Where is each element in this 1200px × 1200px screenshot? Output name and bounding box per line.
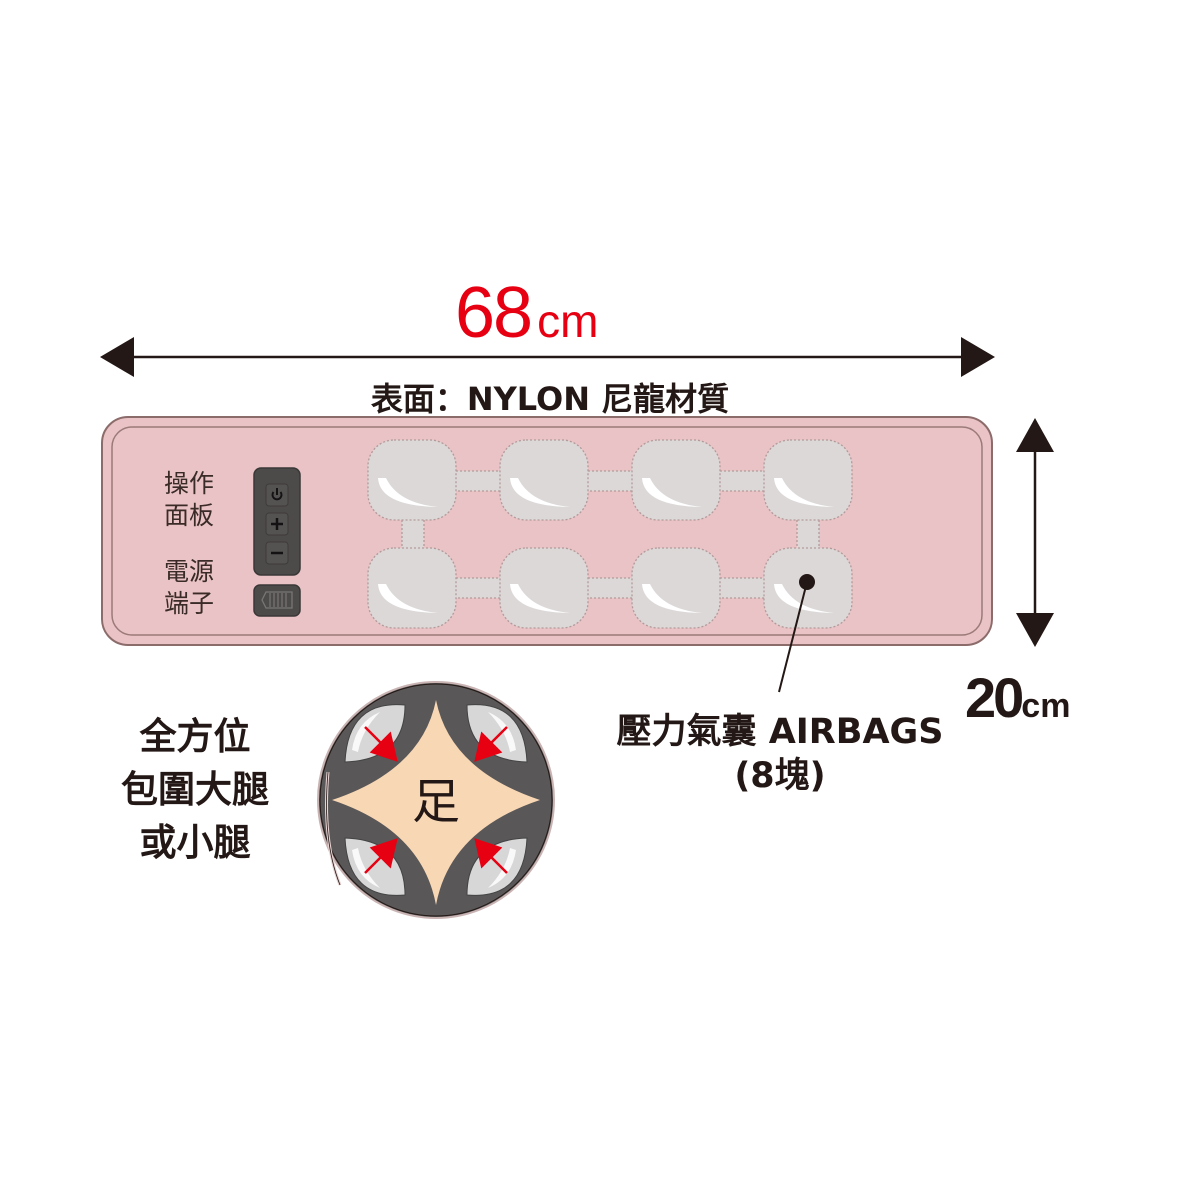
power-port-label: 電源 端子: [164, 556, 214, 620]
airbags-callout-label: 壓力氣囊 AIRBAGS (8塊): [570, 710, 990, 798]
wrap-caption: 全方位 包圍大腿 或小腿: [95, 710, 295, 869]
control-panel-label: 操作 面板: [164, 468, 214, 532]
massage-pad: [101, 416, 993, 693]
control-panel-label-line2: 面板: [164, 501, 215, 530]
control-panel: [253, 467, 301, 617]
power-port-icon: [253, 584, 301, 617]
airbag-icon: [631, 439, 721, 521]
airbag-icon: [367, 547, 457, 629]
airbags: [367, 439, 853, 629]
surface-material-label: 表面：NYLON 尼龍材質: [370, 380, 730, 418]
pressure-arrows-icon: [364, 726, 508, 874]
leg-center-label: 足: [412, 774, 460, 830]
plus-button-icon[interactable]: [271, 518, 283, 530]
control-panel-label-line1: 操作: [164, 469, 215, 498]
power-port-label-line2: 端子: [164, 589, 215, 618]
airbag-icon: [631, 547, 721, 629]
leg-wrap-diagram: 足: [317, 681, 555, 919]
airbags-callout-line1: 壓力氣囊 AIRBAGS: [616, 712, 944, 752]
height-unit: cm: [1021, 687, 1071, 725]
airbag-icon: [499, 439, 589, 521]
airbag-icon: [367, 439, 457, 521]
height-arrow-icon: [1016, 418, 1054, 647]
airbag-callout-pointer: [778, 574, 815, 693]
width-unit: cm: [537, 295, 599, 347]
height-dimension-value: 20cm: [965, 665, 1070, 730]
leg-center-shape: [332, 700, 540, 905]
wrap-caption-line1: 全方位: [139, 715, 251, 758]
wrap-caption-line2: 包圍大腿: [121, 768, 269, 811]
airbag-icon: [763, 439, 853, 521]
airbag-icon: [499, 547, 589, 629]
wrap-caption-line3: 或小腿: [139, 821, 251, 864]
power-port-label-line1: 電源: [164, 557, 215, 586]
power-button-icon[interactable]: [271, 488, 283, 501]
airbags-callout-line2: (8塊): [734, 756, 826, 796]
width-number: 68: [455, 273, 533, 353]
width-arrow-icon: [100, 337, 995, 377]
height-number: 20: [965, 666, 1024, 729]
